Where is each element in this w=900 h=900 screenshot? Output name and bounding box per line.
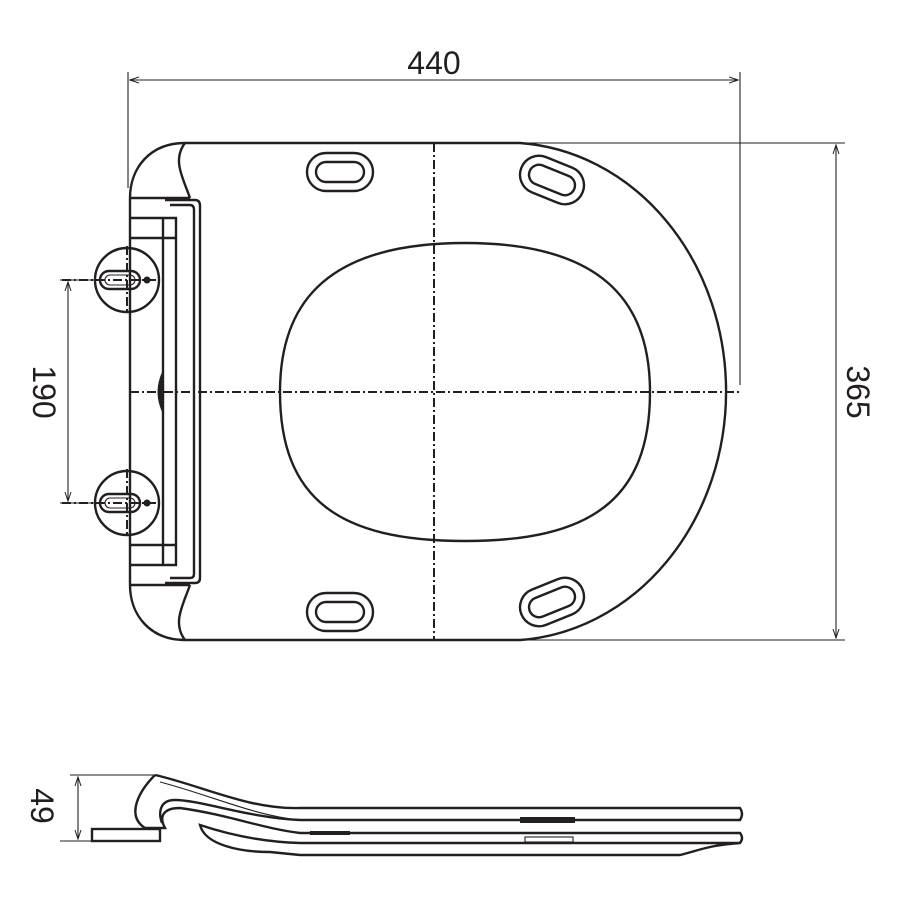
- hinge-spacing-label: 190: [26, 365, 62, 418]
- buffer-slot: [518, 576, 586, 628]
- hinge-bottom: [62, 469, 161, 537]
- hinge-spacing-dimension: 190: [26, 279, 100, 504]
- depth-label: 365: [840, 365, 876, 418]
- buffer-slot: [518, 154, 586, 206]
- depth-dimension: 365: [520, 142, 876, 641]
- seat-top-view: [128, 141, 740, 642]
- hinge-top: [62, 246, 161, 314]
- buffer-slot: [305, 591, 375, 633]
- seat-side-view: 49: [24, 773, 744, 857]
- buffer-slot: [305, 151, 375, 193]
- width-dimension: 440: [127, 45, 741, 385]
- height-label: 49: [24, 788, 60, 824]
- width-label: 440: [407, 45, 460, 81]
